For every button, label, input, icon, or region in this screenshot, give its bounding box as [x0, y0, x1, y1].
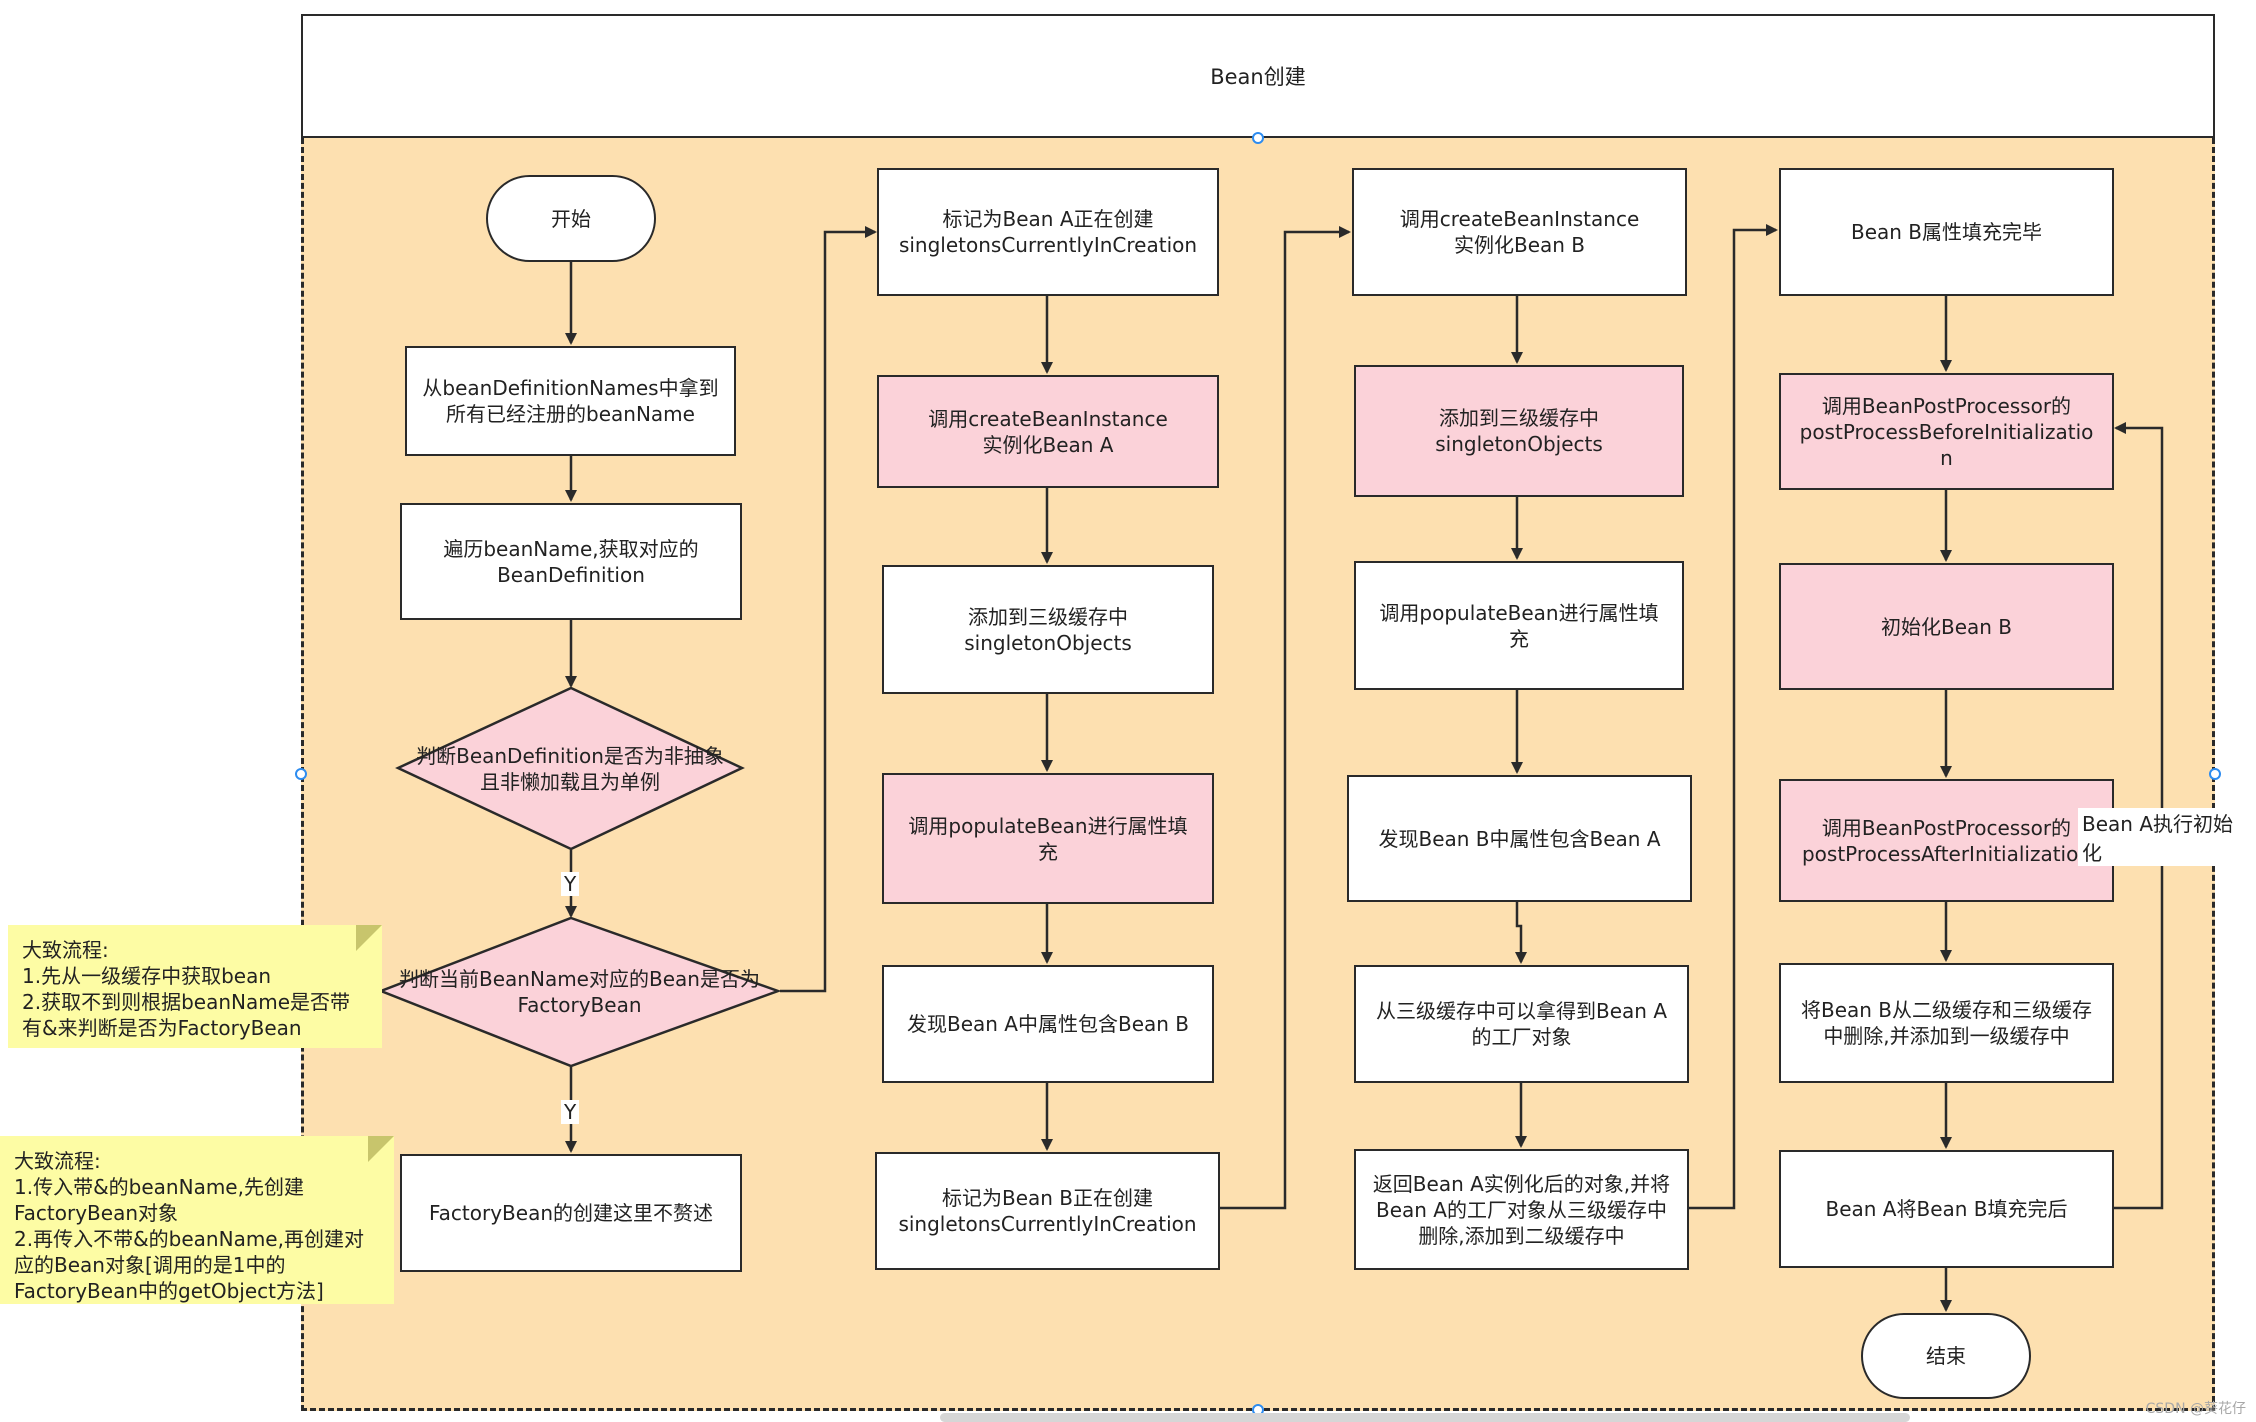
decision-abstract-shape	[395, 686, 745, 851]
populate-bean-b-step[interactable]: 调用populateBean进行属性填 充	[1354, 561, 1684, 690]
mark-bean-a-creating-step[interactable]: 标记为Bean A正在创建 singletonsCurrentlyInCreat…	[877, 168, 1219, 296]
found-bean-a-in-b-step[interactable]: 发现Bean B中属性包含Bean A	[1347, 775, 1692, 902]
post-process-before-init-step[interactable]: 调用BeanPostProcessor的 postProcessBeforeIn…	[1779, 373, 2114, 490]
add-bean-b-level3-cache-step[interactable]: 添加到三级缓存中 singletonObjects	[1354, 365, 1684, 497]
horizontal-scrollbar[interactable]	[940, 1413, 1910, 1422]
note-2-fold-icon	[368, 1136, 394, 1162]
factorybean-create-step[interactable]: FactoryBean的创建这里不赘述	[400, 1154, 742, 1272]
post-process-after-init-step[interactable]: 调用BeanPostProcessor的 postProcessAfterIni…	[1779, 779, 2114, 902]
edge-returna-bfilled	[1688, 224, 1778, 1210]
edge-founda-getfactory	[1515, 902, 1527, 964]
edge-label-yes-1: Y	[561, 872, 580, 896]
diagram-title: Bean创建	[301, 14, 2215, 138]
init-bean-b-step[interactable]: 初始化Bean B	[1779, 563, 2114, 690]
start-node[interactable]: 开始	[486, 175, 656, 262]
decision-factorybean-label[interactable]: 判断当前BeanName对应的Bean是否为 FactoryBean	[399, 967, 760, 1017]
decision-abstract-label[interactable]: 判断BeanDefinition是否为非抽象 且非懒加载且为单例	[416, 744, 724, 794]
edge-label-yes-2: Y	[561, 1100, 580, 1124]
edge-factory-marka	[780, 226, 877, 993]
populate-bean-a-step[interactable]: 调用populateBean进行属性填 充	[882, 773, 1214, 904]
note-1-fold-icon	[356, 925, 382, 951]
note-flow-summary-2[interactable]: 大致流程: 1.传入带&的beanName,先创建 FactoryBean对象 …	[0, 1136, 394, 1304]
get-bean-names-step[interactable]: 从beanDefinitionNames中拿到 所有已经注册的beanName	[405, 346, 736, 456]
watermark: CSDN @葵花仔	[2145, 1401, 2246, 1417]
selection-handle-right[interactable]	[2209, 768, 2221, 780]
get-bean-a-factory-step[interactable]: 从三级缓存中可以拿得到Bean A 的工厂对象	[1354, 965, 1689, 1083]
iterate-bean-names-step[interactable]: 遍历beanName,获取对应的 BeanDefinition	[400, 503, 742, 620]
move-bean-b-to-level1-step[interactable]: 将Bean B从二级缓存和三级缓存 中删除,并添加到一级缓存中	[1779, 963, 2114, 1083]
loop-label-bean-a-init: Bean A执行初始化	[2078, 808, 2256, 866]
end-node[interactable]: 结束	[1861, 1313, 2031, 1399]
bean-b-filled-step[interactable]: Bean B属性填充完毕	[1779, 168, 2114, 296]
mark-bean-b-creating-step[interactable]: 标记为Bean B正在创建 singletonsCurrentlyInCreat…	[875, 1152, 1220, 1270]
note-flow-summary-1[interactable]: 大致流程: 1.先从一级缓存中获取bean 2.获取不到则根据beanName是…	[8, 925, 382, 1048]
decision-factorybean-shape	[377, 916, 782, 1068]
create-bean-a-instance-step[interactable]: 调用createBeanInstance 实例化Bean A	[877, 375, 1219, 488]
found-bean-b-in-a-step[interactable]: 发现Bean A中属性包含Bean B	[882, 965, 1214, 1083]
selection-handle-left[interactable]	[295, 768, 307, 780]
add-bean-a-level3-cache-step[interactable]: 添加到三级缓存中 singletonObjects	[882, 565, 1214, 694]
edge-markb-createb	[1220, 226, 1351, 1210]
selection-handle-top[interactable]	[1252, 132, 1264, 144]
bean-a-fill-b-done-step[interactable]: Bean A将Bean B填充完后	[1779, 1150, 2114, 1268]
create-bean-b-instance-step[interactable]: 调用createBeanInstance 实例化Bean B	[1352, 168, 1687, 296]
return-bean-a-early-ref-step[interactable]: 返回Bean A实例化后的对象,并将 Bean A的工厂对象从三级缓存中 删除,…	[1354, 1149, 1689, 1270]
